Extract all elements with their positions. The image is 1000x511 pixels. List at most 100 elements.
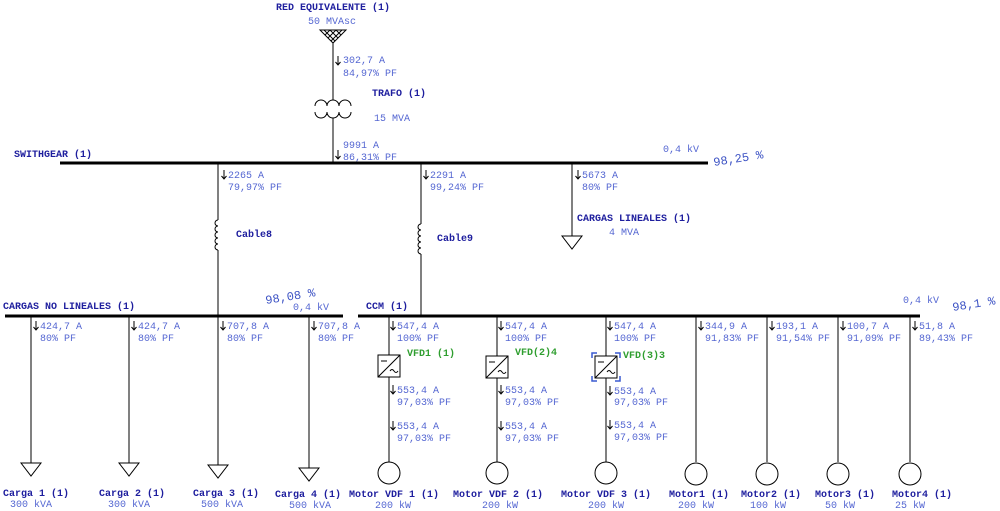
current-arrow-icon [390, 385, 396, 395]
current-arrow-icon [220, 321, 226, 331]
vfd-output-current: 553,4 A [397, 386, 439, 397]
motor-pf: 91,54% PF [776, 334, 830, 345]
current-arrow-icon [607, 420, 613, 430]
current-arrow-icon [769, 321, 775, 331]
load-icon[interactable] [297, 467, 321, 482]
load-icon[interactable] [206, 464, 230, 479]
load-rating: 300 kVA [10, 499, 52, 511]
motor-pf: 91,83% PF [705, 334, 759, 345]
cable-icon[interactable] [214, 219, 219, 251]
load-current: 424,7 A [138, 322, 180, 333]
vfd-output-pf: 97,03% PF [505, 398, 559, 409]
cable-name: Cable9 [437, 233, 473, 245]
vfd-motor-2[interactable]: 547,4 A 100% PF VFD(2)4 553,4 A 97,03% P… [453, 316, 559, 511]
motor-icon[interactable] [594, 461, 618, 485]
linear-load-current: 5673 A [582, 171, 618, 182]
motor-rating: 100 kW [750, 500, 786, 511]
vfd-name: VFD(2)4 [515, 347, 557, 359]
switchgear-bus-voltage: 0,4 kV [663, 144, 699, 156]
motor-pf: 89,43% PF [919, 334, 973, 345]
current-arrow-icon [912, 321, 918, 331]
vfd-input-pf: 100% PF [614, 334, 656, 345]
load-pf: 80% PF [318, 334, 354, 345]
load-rating: 300 kVA [108, 499, 150, 511]
nonlinear-load-4[interactable]: 707,8 A 80% PF Carga 4 (1) 500 kVA [275, 316, 360, 511]
motor-icon[interactable] [485, 461, 509, 485]
motor-4[interactable]: 51,8 A 89,43% PF Motor4 (1) 25 kW [892, 316, 973, 511]
vfd-motor-1[interactable]: 547,4 A 100% PF VFD1 (1) 553,4 A 97,03% … [349, 316, 455, 511]
load-rating: 500 kVA [201, 499, 243, 511]
load-name: Carga 1 (1) [3, 488, 69, 500]
motor-current: 51,8 A [919, 322, 955, 333]
vfd-input-current: 547,4 A [397, 322, 439, 333]
load-icon[interactable] [117, 462, 141, 477]
motor-pf: 91,09% PF [847, 334, 901, 345]
load-name: Carga 4 (1) [275, 489, 341, 501]
motor-1[interactable]: 344,9 A 91,83% PF Motor1 (1) 200 kW [669, 316, 759, 511]
selection-handles-icon [591, 352, 621, 382]
load-name: Carga 3 (1) [193, 488, 259, 500]
motor-current: 344,9 A [705, 322, 747, 333]
motor-name: Motor2 (1) [741, 489, 801, 501]
current-arrow-icon [607, 321, 613, 331]
current-arrow-icon [311, 321, 317, 331]
transformer[interactable] [314, 99, 352, 119]
current-arrow-icon [390, 321, 396, 331]
feeder-current: 2291 A [430, 171, 466, 182]
nonlinear-load-1[interactable]: 424,7 A 80% PF Carga 1 (1) 300 kVA [3, 316, 82, 511]
motor-current: 553,4 A [397, 422, 439, 433]
motor-current: 193,1 A [776, 322, 818, 333]
motor-3[interactable]: 100,7 A 91,09% PF Motor3 (1) 50 kW [815, 316, 901, 511]
load-current: 424,7 A [40, 322, 82, 333]
load-pf: 80% PF [40, 334, 76, 345]
nonlinear-load-2[interactable]: 424,7 A 80% PF Carga 2 (1) 300 kVA [99, 316, 180, 511]
current-arrow-icon [423, 170, 429, 180]
motor-icon[interactable] [377, 461, 401, 485]
current-arrow-icon [335, 150, 341, 160]
current-arrow-icon [575, 170, 581, 180]
transformer-current: 9991 A [343, 141, 379, 152]
motor-current: 553,4 A [614, 421, 656, 432]
load-icon[interactable] [560, 235, 584, 250]
motor-icon[interactable] [826, 462, 850, 486]
ccm-bus-voltage-percent: 98,1 % [951, 294, 997, 315]
motor-name: Motor4 (1) [892, 489, 952, 501]
current-arrow-icon [131, 321, 137, 331]
motor-current: 553,4 A [505, 422, 547, 433]
vfd-motor-3[interactable]: 547,4 A 100% PF VFD(3)3 553,4 A 97,03% P… [561, 316, 668, 511]
vfd-input-current: 547,4 A [505, 322, 547, 333]
vfd-output-pf: 97,03% PF [397, 398, 451, 409]
motor-rating: 200 kW [375, 500, 411, 511]
vfd-input-pf: 100% PF [505, 334, 547, 345]
load-pf: 80% PF [138, 334, 174, 345]
transformer-icon[interactable] [314, 99, 352, 119]
motor-icon[interactable] [898, 462, 922, 486]
linear-load-rating: 4 MVA [609, 228, 639, 239]
current-arrow-icon [33, 321, 39, 331]
transformer-rating: 15 MVA [374, 114, 410, 125]
motor-pf: 97,03% PF [505, 434, 559, 445]
vfd-icon[interactable] [377, 354, 401, 378]
motor-icon[interactable] [755, 462, 779, 486]
load-current: 707,8 A [227, 322, 269, 333]
cable-icon[interactable] [417, 223, 422, 255]
vfd-icon[interactable] [485, 355, 509, 379]
vfd-output-pf: 97,03% PF [614, 398, 668, 409]
current-arrow-icon [698, 321, 704, 331]
load-rating: 500 kVA [289, 500, 331, 511]
load-name: Carga 2 (1) [99, 488, 165, 500]
nonlinear-load-3[interactable]: 707,8 A 80% PF Carga 3 (1) 500 kVA [193, 316, 269, 511]
load-icon[interactable] [19, 462, 43, 477]
motor-name: Motor VDF 1 (1) [349, 489, 439, 501]
vfd-output-current: 553,4 A [505, 386, 547, 397]
vfd-icon[interactable] [594, 355, 618, 379]
ccm-bus-voltage: 0,4 kV [903, 295, 939, 307]
feeder-current: 2265 A [228, 171, 264, 182]
vfd-name: VFD(3)3 [623, 350, 665, 362]
utility-pf: 84,97% PF [343, 69, 397, 80]
motor-current: 100,7 A [847, 322, 889, 333]
switchgear-bus-name: SWITHGEAR (1) [14, 149, 92, 161]
motor-icon[interactable] [684, 462, 708, 486]
vfd-output-current: 553,4 A [614, 387, 656, 398]
motor-2[interactable]: 193,1 A 91,54% PF Motor2 (1) 100 kW [741, 316, 830, 511]
